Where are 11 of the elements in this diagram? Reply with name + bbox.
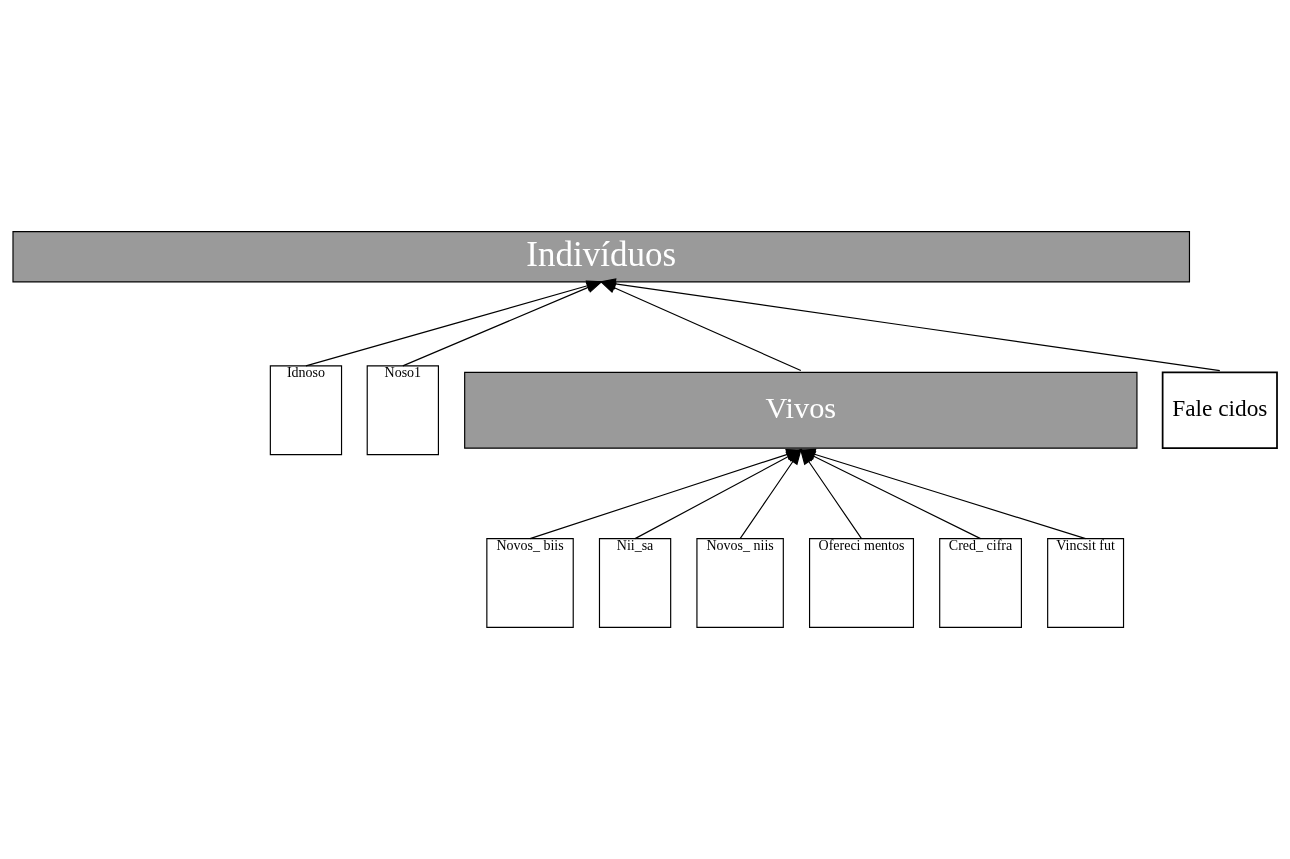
node-box: Fale cidos: [1161, 371, 1278, 450]
node-box: Nii_sa: [598, 538, 672, 628]
node-box: Novos_ niis: [696, 538, 784, 628]
node-box: Vivos: [464, 371, 1138, 449]
node-box: Ofereci mentos: [809, 538, 915, 628]
node-box: Vincsit fut: [1047, 538, 1125, 628]
node-box: Cred_ cifra: [939, 538, 1022, 628]
node-box: Novos_ biis: [486, 538, 574, 628]
node-box: Indivíduos: [12, 231, 1191, 283]
node-box: Noso1: [366, 365, 439, 456]
node-box: Idnoso: [269, 365, 343, 456]
